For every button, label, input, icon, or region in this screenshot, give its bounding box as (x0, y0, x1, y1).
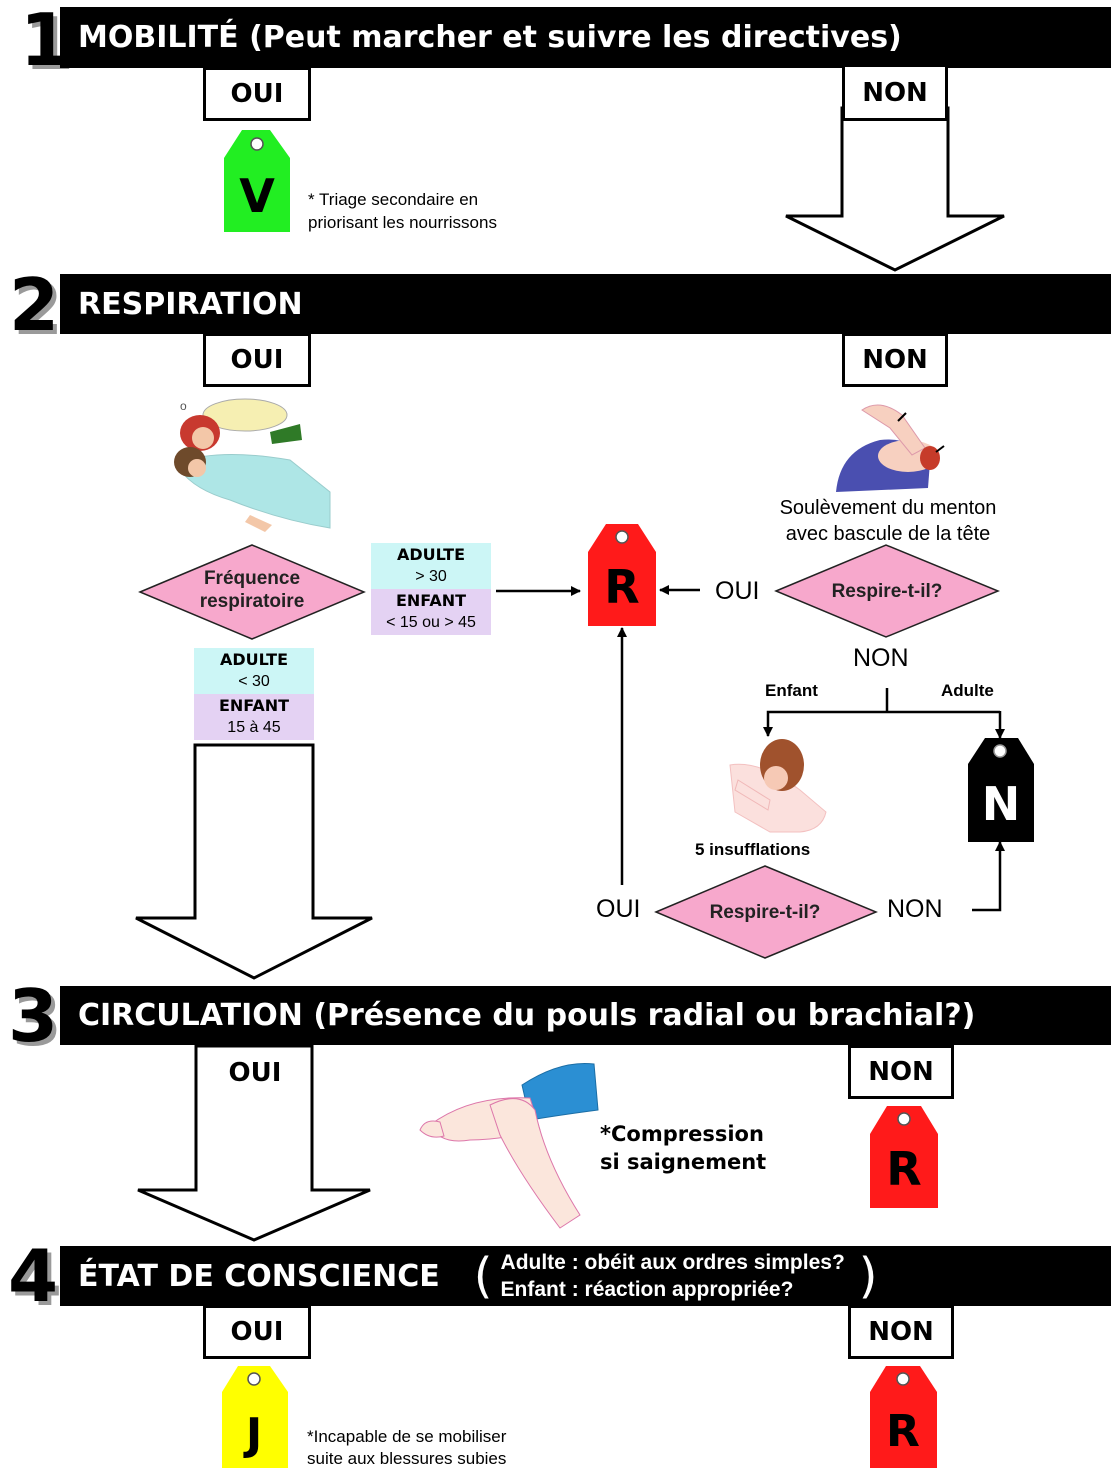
frequence-line2: respiratoire (199, 591, 305, 612)
high-adult-label: ADULTE (396, 545, 466, 564)
high-child-value: < 15 ou > 45 (386, 614, 476, 631)
step4-non-box: NON (848, 1305, 954, 1359)
step1-note-line1: * Triage secondaire en (308, 190, 479, 209)
enfant-branch-arrow (763, 710, 1000, 737)
respire-bottom-text: Respire-t-il? (709, 902, 821, 923)
step4-criteria-adult: Adulte : obéit aux ordres simples? (500, 1251, 845, 1274)
step3-title: CIRCULATION (Présence du pouls radial ou… (78, 998, 976, 1033)
step4-header-bar: ÉTAT DE CONSCIENCE ( Adulte : obéit aux … (60, 1246, 1111, 1306)
high-rate-criteria: ADULTE > 30 ENFANT < 15 ou > 45 (371, 543, 491, 635)
step1-non-down-arrow (785, 106, 1005, 272)
step3-non-box: NON (848, 1045, 954, 1099)
respire-top-text: Respire-t-il? (831, 581, 943, 602)
step4-criteria-child: Enfant : réaction appropriée? (500, 1278, 794, 1301)
bottom-non-to-n-arrow (972, 841, 1005, 912)
high-child-label: ENFANT (395, 591, 467, 610)
bottom-non-label: NON (887, 895, 943, 923)
frequence-line1: Fréquence (203, 568, 301, 589)
step3-oui-down-arrow (137, 1044, 371, 1242)
low-child-value: 15 à 45 (227, 719, 281, 736)
step2-non-box: NON (842, 333, 948, 387)
chin-lift-line2: avec bascule de la tête (785, 523, 991, 545)
step1-non-box: NON (842, 67, 948, 121)
step2-oui-down-arrow (135, 743, 373, 980)
step2-title: RESPIRATION (78, 286, 303, 322)
low-child-label: ENFANT (218, 696, 290, 715)
step4-criteria: Adulte : obéit aux ordres simples? Enfan… (501, 1249, 845, 1303)
respire-non-label: NON (853, 644, 909, 672)
child-rescue-breath-illustration (729, 739, 827, 833)
respire-diamond-bottom (654, 865, 878, 959)
step4-title: ÉTAT DE CONSCIENCE (78, 1258, 440, 1294)
compression-line1: *Compression (600, 1122, 764, 1146)
step4-oui-box: OUI (203, 1305, 311, 1359)
step-number-4: 4 (8, 1234, 59, 1318)
step3-oui-label: OUI (228, 1058, 282, 1088)
adulte-branch-label: Adulte (941, 681, 994, 700)
radial-pulse-check-illustration (419, 1062, 599, 1229)
respire-diamond-top (774, 544, 1000, 638)
step2-header-bar: RESPIRATION (60, 274, 1111, 334)
step4-note-line1: *Incapable de se mobiliser (307, 1427, 507, 1446)
step1-note-line2: priorisant les nourrissons (308, 213, 497, 232)
respire-oui-label: OUI (715, 577, 760, 605)
step1-header-bar: MOBILITÉ (Peut marcher et suivre les dir… (60, 7, 1111, 68)
recovery-position-illustration: o (174, 398, 331, 532)
head-tilt-chin-lift-illustration (836, 404, 945, 492)
compression-line2: si saignement (600, 1150, 767, 1174)
frequence-diamond (138, 544, 366, 640)
chin-lift-line1: Soulèvement du menton (779, 497, 997, 519)
frequence-text: Fréquence respiratoire (160, 567, 344, 613)
low-adult-label: ADULTE (219, 650, 289, 669)
enfant-branch-label: Enfant (765, 681, 818, 700)
step3-header-bar: CIRCULATION (Présence du pouls radial ou… (60, 986, 1111, 1045)
chin-lift-caption: Soulèvement du menton avec bascule de la… (766, 495, 1010, 547)
svg-text:o: o (180, 399, 187, 413)
step1-oui-box: OUI (203, 67, 311, 121)
step4-paren-open: ( (473, 1248, 493, 1304)
bottom-oui-label: OUI (596, 895, 641, 923)
step2-oui-box: OUI (203, 333, 311, 387)
step4-note: *Incapable de se mobiliser suite aux ble… (307, 1426, 506, 1470)
compression-note: *Compression si saignement (600, 1120, 766, 1176)
high-adult-value: > 30 (415, 568, 447, 585)
step-number-2: 2 (9, 263, 60, 347)
step4-paren-close: ) (858, 1248, 878, 1304)
step1-title: MOBILITÉ (Peut marcher et suivre les dir… (78, 20, 902, 55)
low-rate-criteria: ADULTE < 30 ENFANT 15 à 45 (194, 648, 314, 740)
step-number-3: 3 (8, 974, 59, 1058)
step1-note: * Triage secondaire en priorisant les no… (308, 188, 497, 234)
step4-note-line2: suite aux blessures subies (307, 1449, 507, 1468)
insufflations-label: 5 insufflations (695, 840, 811, 859)
low-adult-value: < 30 (238, 673, 270, 690)
